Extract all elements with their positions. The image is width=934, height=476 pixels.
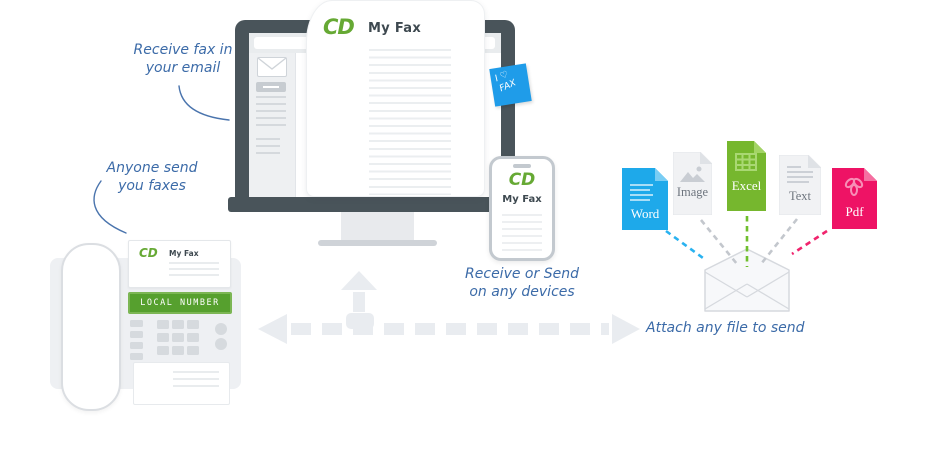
annotation-attach-file: Attach any file to send	[646, 319, 846, 337]
file-word: Word	[622, 168, 668, 230]
sticky-note-text: I ♡ FAX	[494, 68, 518, 95]
image-doc-shape	[673, 152, 712, 215]
fax-key	[130, 331, 143, 338]
fax-keypad-key	[187, 320, 199, 329]
arrowhead-left	[258, 314, 287, 344]
smartphone: CD My Fax	[489, 156, 555, 261]
adobe-pdf-icon	[844, 177, 864, 196]
fax-handset	[61, 243, 121, 411]
document-text-lines	[169, 262, 219, 278]
fax-keypad-key	[172, 346, 184, 355]
folded-corner	[655, 168, 668, 181]
text-lines-icon	[787, 166, 813, 183]
annotation-line: your email	[145, 60, 221, 76]
annotation-anyone-send: Anyone send you faxes	[91, 159, 213, 195]
word-doc-shape	[622, 168, 668, 230]
folded-corner	[754, 141, 766, 153]
file-text: Text	[779, 155, 821, 215]
file-label: Image	[676, 185, 709, 199]
folded-corner	[700, 152, 712, 164]
folded-corner	[808, 155, 821, 168]
connector-word	[665, 229, 704, 260]
phone-notch	[513, 164, 531, 168]
annotation-line: Receive or Send	[465, 266, 579, 282]
fax-keypad-key	[172, 320, 184, 329]
fax-keypad-key	[157, 320, 169, 329]
file-label: Excel	[731, 178, 762, 193]
document-text-lines	[369, 49, 451, 195]
file-label: Text	[788, 189, 812, 203]
arrow-junction	[346, 313, 374, 329]
fax-keypad-key	[172, 333, 184, 342]
file-image: Image	[673, 152, 712, 215]
fax-display: LOCAL NUMBER	[128, 292, 232, 314]
brand-title: My Fax	[169, 249, 199, 258]
annotation-devices: Receive or Send on any devices	[451, 265, 593, 301]
file-label: Pdf	[845, 204, 864, 219]
open-envelope-icon	[704, 248, 790, 312]
arrowhead-up	[341, 271, 377, 290]
fax-key	[130, 353, 143, 360]
excel-doc-shape	[727, 141, 766, 211]
document-text-lines	[502, 214, 542, 254]
sidebar-menu-lines	[256, 96, 286, 127]
compose-button-line	[263, 86, 279, 88]
compose-button	[256, 82, 286, 92]
fax-key	[130, 342, 143, 349]
brand-logo: CD	[139, 246, 158, 260]
brand-logo: CD	[323, 15, 355, 39]
text-doc-shape	[779, 155, 821, 215]
fax-keypad-key	[187, 346, 199, 355]
fax-keypad-key	[157, 346, 169, 355]
file-connectors	[665, 216, 828, 267]
brand-title: My Fax	[368, 21, 422, 36]
arrow-stem	[353, 292, 365, 312]
annotation-line: you faxes	[118, 178, 186, 194]
curve-to-monitor	[178, 85, 230, 121]
monitor-stand-neck	[341, 212, 414, 241]
annotation-line: Attach any file to send	[646, 320, 805, 336]
monitor-stand-base	[318, 240, 437, 246]
text-lines-icon	[630, 184, 653, 201]
fax-round-button	[215, 323, 227, 335]
folded-corner	[864, 168, 877, 181]
annotation-line: on any devices	[469, 284, 575, 300]
fax-key	[130, 320, 143, 327]
brand-title: My Fax	[502, 194, 542, 205]
brand-logo: CD	[508, 170, 536, 190]
connector-pdf	[791, 229, 828, 256]
sticky-note: I ♡ FAX	[489, 63, 532, 107]
pdf-doc-shape	[832, 168, 877, 229]
fax-incoming-paper: CD My Fax	[128, 240, 231, 288]
envelope-creases	[704, 271, 790, 310]
file-pdf: Pdf	[832, 168, 877, 229]
monitor-bottom-bezel	[228, 197, 521, 212]
file-label: Word	[630, 206, 660, 221]
fax-output-paper	[133, 362, 230, 405]
fax-document: CD My Fax	[306, 0, 485, 197]
sidebar-menu-lines	[256, 138, 280, 155]
fax-keypad-key	[187, 333, 199, 342]
fax-display-text: LOCAL NUMBER	[140, 298, 220, 308]
envelope-icon	[257, 57, 287, 77]
annotation-line: Receive fax in	[133, 42, 233, 58]
file-excel: Excel	[727, 141, 766, 211]
connector-image	[699, 219, 739, 265]
connector-text	[759, 218, 799, 265]
annotation-receive-fax: Receive fax in your email	[123, 41, 243, 77]
envelope-body	[704, 248, 790, 312]
fax-round-button	[215, 338, 227, 350]
mountain-photo-icon	[680, 166, 705, 182]
fax-keypad-key	[157, 333, 169, 342]
arrowhead-right	[612, 314, 640, 344]
email-sidebar	[249, 53, 296, 197]
spreadsheet-grid-icon	[735, 153, 757, 171]
annotation-line: Anyone send	[106, 160, 198, 176]
document-text-lines	[173, 371, 219, 388]
